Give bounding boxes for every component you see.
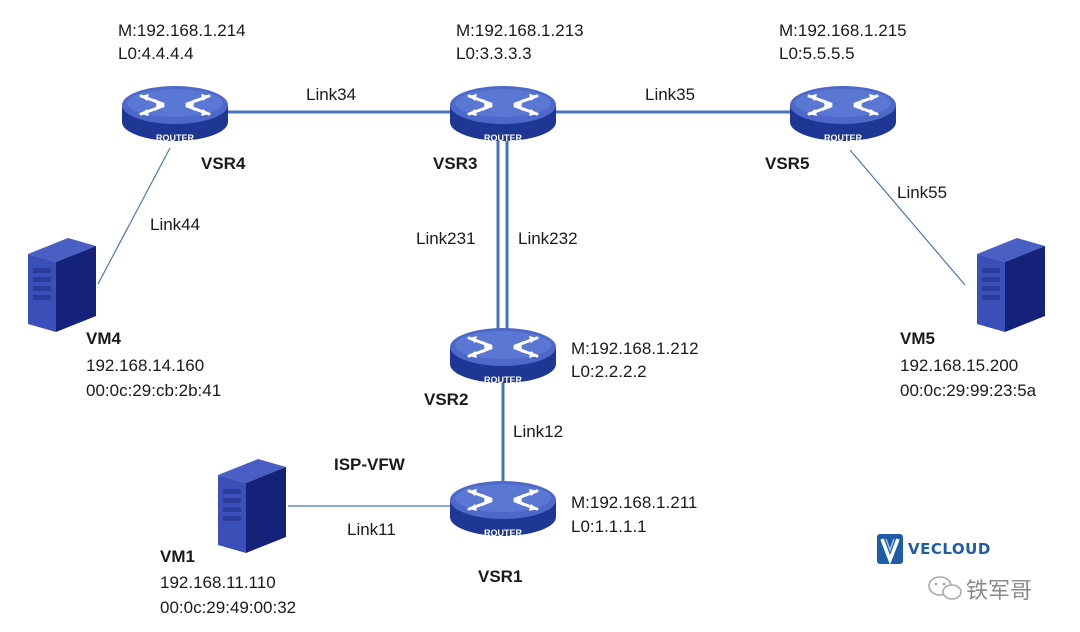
account-watermark-text: 铁军哥: [966, 579, 1033, 604]
vsr1-mgmt-ip: M:192.168.1.211: [571, 493, 698, 512]
vsr4-mgmt-ip: M:192.168.1.214: [118, 21, 246, 40]
server-vm5-icon: [977, 238, 1045, 332]
router-vsr5: ROUTER: [788, 84, 898, 143]
vm5-ip: 192.168.15.200: [900, 356, 1019, 375]
router-badge: ROUTER: [824, 133, 863, 143]
link55-line: [849, 149, 966, 286]
vsr5-name: VSR5: [765, 154, 810, 173]
vsr1-loopback: L0:1.1.1.1: [571, 517, 647, 536]
vm4-ip: 192.168.14.160: [86, 356, 205, 375]
router-badge: ROUTER: [484, 133, 523, 143]
link232-label: Link232: [518, 229, 578, 248]
vsr5-mgmt-ip: M:192.168.1.215: [779, 21, 907, 40]
vm1-mac: 00:0c:29:49:00:32: [160, 598, 297, 617]
link44-label: Link44: [150, 215, 201, 234]
vsr2-mgmt-ip: M:192.168.1.212: [571, 339, 699, 358]
router-badge: ROUTER: [484, 528, 523, 538]
server-vm4-icon: [28, 238, 96, 332]
router-badge: ROUTER: [156, 133, 195, 143]
link35-label: Link35: [645, 85, 696, 104]
vsr1-name: VSR1: [478, 567, 523, 586]
server-vm1-icon: [218, 459, 286, 553]
vsr2-loopback: L0:2.2.2.2: [571, 362, 647, 381]
vsr3-mgmt-ip: M:192.168.1.213: [456, 21, 584, 40]
router-vsr1: ROUTER: [448, 479, 558, 538]
link231-label: Link231: [416, 229, 476, 248]
router-vsr2: ROUTER: [448, 326, 558, 385]
vecloud-logo-icon: [877, 534, 903, 565]
router-vsr3: ROUTER: [448, 84, 558, 143]
vecloud-brand-text: VECLOUD: [908, 540, 991, 558]
vm4-mac: 00:0c:29:cb:2b:41: [86, 381, 222, 400]
wechat-icon: [928, 576, 962, 600]
vsr5-loopback: L0:5.5.5.5: [779, 44, 855, 63]
vm4-name: VM4: [86, 329, 121, 348]
isp-vfw-label: ISP-VFW: [334, 455, 405, 474]
vsr4-name: VSR4: [201, 154, 246, 173]
vm5-mac: 00:0c:29:99:23:5a: [900, 381, 1037, 400]
router-vsr4: ROUTER: [120, 84, 230, 143]
vm1-name: VM1: [160, 547, 195, 566]
vsr3-name: VSR3: [433, 154, 478, 173]
link34-label: Link34: [306, 85, 357, 104]
vm1-ip: 192.168.11.110: [160, 573, 276, 592]
link11-label: Link11: [347, 520, 396, 539]
vsr3-loopback: L0:3.3.3.3: [456, 44, 532, 63]
vm5-name: VM5: [900, 329, 935, 348]
vsr2-name: VSR2: [424, 390, 469, 409]
link55-label: Link55: [897, 183, 948, 202]
router-badge: ROUTER: [484, 375, 523, 385]
link44-line: [97, 147, 171, 285]
link12-label: Link12: [513, 422, 564, 441]
vsr4-loopback: L0:4.4.4.4: [118, 44, 194, 63]
network-links: [97, 110, 966, 507]
